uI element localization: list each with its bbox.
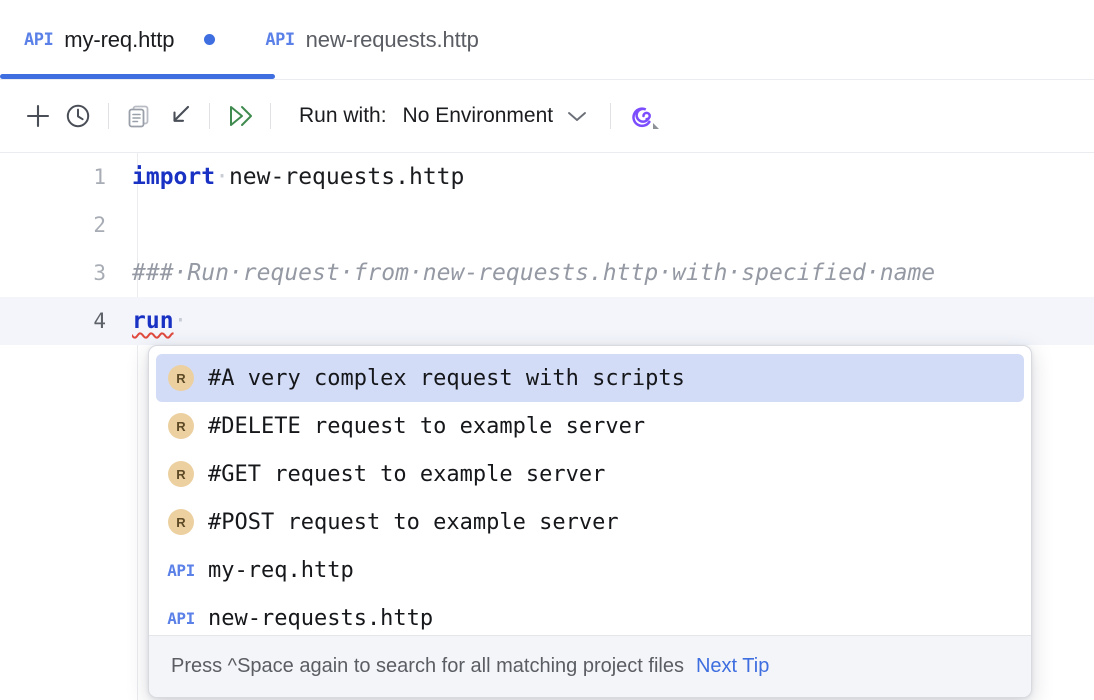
line-content: import·new-requests.http (132, 164, 464, 190)
completion-item[interactable]: R #GET request to example server (156, 450, 1024, 498)
completion-item-label: #A very complex request with scripts (208, 365, 685, 391)
editor-line-1: 1 import·new-requests.http (0, 153, 1094, 201)
request-r-icon: R (168, 509, 194, 535)
request-r-icon: R (168, 461, 194, 487)
add-request-button[interactable] (18, 96, 58, 136)
completion-item[interactable]: API my-req.http (156, 546, 1024, 594)
api-file-icon: API (167, 608, 195, 628)
api-file-icon: API (24, 29, 54, 50)
active-tab-underline (0, 74, 275, 79)
http-client-toolbar: Run with: No Environment (0, 80, 1094, 153)
editor-tab-bar: API my-req.http API new-requests.http (0, 0, 1094, 80)
line-number: 1 (93, 165, 106, 189)
api-file-icon: API (167, 560, 195, 580)
toolbar-separator (209, 103, 210, 129)
environment-selector[interactable]: No Environment (403, 104, 589, 128)
import-requests-button[interactable] (159, 96, 199, 136)
tab-new-requests-http[interactable]: API new-requests.http (241, 0, 504, 79)
toolbar-separator (610, 103, 612, 129)
request-r-icon: R (168, 413, 194, 439)
copy-as-curl-button[interactable] (119, 96, 159, 136)
tab-label: my-req.http (64, 26, 175, 52)
toolbar-separator (270, 103, 271, 129)
chevron-down-icon (568, 112, 587, 121)
request-name-comment: ###·Run·request·from·new-requests.http·w… (132, 260, 936, 286)
arrow-down-left-icon (173, 105, 190, 122)
request-history-button[interactable] (58, 96, 98, 136)
editor-gutter (0, 153, 138, 700)
completion-item-label: #POST request to example server (208, 509, 619, 535)
run-all-icon (230, 106, 252, 126)
run-with-label: Run with: (299, 104, 387, 127)
completion-item[interactable]: R #A very complex request with scripts (156, 354, 1024, 402)
completion-item[interactable]: API new-requests.http (156, 594, 1024, 642)
plus-icon (26, 104, 50, 128)
toolbar-separator (108, 103, 109, 129)
import-target: new-requests.http (228, 164, 465, 190)
tab-my-req-http[interactable]: API my-req.http (0, 0, 275, 79)
run-keyword-with-error: run (132, 308, 174, 334)
run-all-requests-button[interactable] (220, 96, 260, 136)
ai-spiral-icon (632, 107, 660, 129)
completion-item-label: my-req.http (208, 557, 354, 583)
request-r-icon: R (168, 365, 194, 391)
editor-line-4: 4 run· (0, 297, 1094, 345)
editor-line-3: 3 ###·Run·request·from·new-requests.http… (0, 249, 1094, 297)
line-content: run· (132, 308, 187, 334)
line-number: 3 (93, 261, 106, 285)
completion-item[interactable]: R #DELETE request to example server (156, 402, 1024, 450)
code-completion-popup[interactable]: R #A very complex request with scripts R… (148, 345, 1032, 698)
documents-copy-icon (128, 105, 149, 128)
completion-item-label: #GET request to example server (208, 461, 606, 487)
line-number: 4 (93, 309, 106, 333)
next-tip-link[interactable]: Next Tip (695, 655, 770, 677)
environment-value: No Environment (402, 104, 554, 127)
completion-list: R #A very complex request with scripts R… (149, 346, 1031, 642)
completion-item-label: new-requests.http (208, 605, 434, 631)
whitespace-dot: · (173, 308, 188, 334)
completion-item-label: #DELETE request to example server (208, 413, 646, 439)
completion-item[interactable]: R #POST request to example server (156, 498, 1024, 546)
keyword-import: import (132, 164, 216, 190)
clock-icon (66, 104, 90, 128)
tab-label: new-requests.http (305, 26, 479, 52)
completion-hint-text: Press ^Space again to search for all mat… (171, 655, 684, 677)
whitespace-dot: · (215, 164, 229, 190)
editor-line-2: 2 (0, 201, 1094, 249)
completion-popup-footer: Press ^Space again to search for all mat… (149, 635, 1031, 697)
api-file-icon: API (265, 29, 295, 50)
line-number: 2 (93, 213, 106, 237)
modified-indicator-dot (204, 34, 216, 45)
ai-assistant-button[interactable] (621, 96, 665, 136)
